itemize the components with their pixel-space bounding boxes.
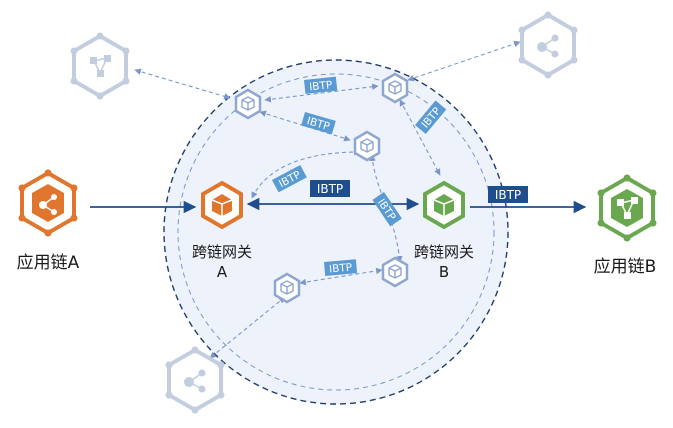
ibtp-tag-top: IBTP (304, 76, 338, 94)
faded-node-top-left (70, 32, 130, 100)
gateway-b-label-line1: 跨链网关 (414, 243, 474, 261)
gateway-a-node (201, 180, 243, 230)
faded-node-top-right (518, 11, 578, 79)
peer-node-3 (353, 130, 381, 162)
relay-network-circle (163, 59, 509, 405)
gateway-b-node (423, 180, 465, 230)
peer-node-2 (381, 72, 409, 104)
ibtp-tag-main-center-text: IBTP (317, 182, 343, 196)
app-chain-b-label: 应用链B (594, 257, 657, 277)
peer-node-4 (273, 272, 301, 304)
app-chain-a-icon (18, 169, 78, 237)
ibtp-tag-main-right: IBTP (488, 186, 528, 203)
ibtp-tag-top-text: IBTP (309, 79, 333, 93)
faded-node-bottom-left (165, 346, 225, 414)
gateway-b-label-line2: B (439, 263, 449, 281)
ibtp-tag-bottom-text: IBTP (329, 262, 353, 276)
ibtp-tag-main-right-text: IBTP (495, 188, 521, 202)
gateway-a-label-line2: A (217, 263, 228, 281)
ibtp-tag-bottom: IBTP (324, 259, 358, 276)
app-chain-a-label: 应用链A (17, 253, 80, 273)
peer-node-5 (381, 256, 409, 288)
ibtp-tag-main-center: IBTP (310, 180, 350, 197)
gateway-a-label-line1: 跨链网关 (192, 243, 252, 261)
app-chain-b-icon (597, 174, 657, 242)
peer-node-1 (234, 88, 262, 120)
